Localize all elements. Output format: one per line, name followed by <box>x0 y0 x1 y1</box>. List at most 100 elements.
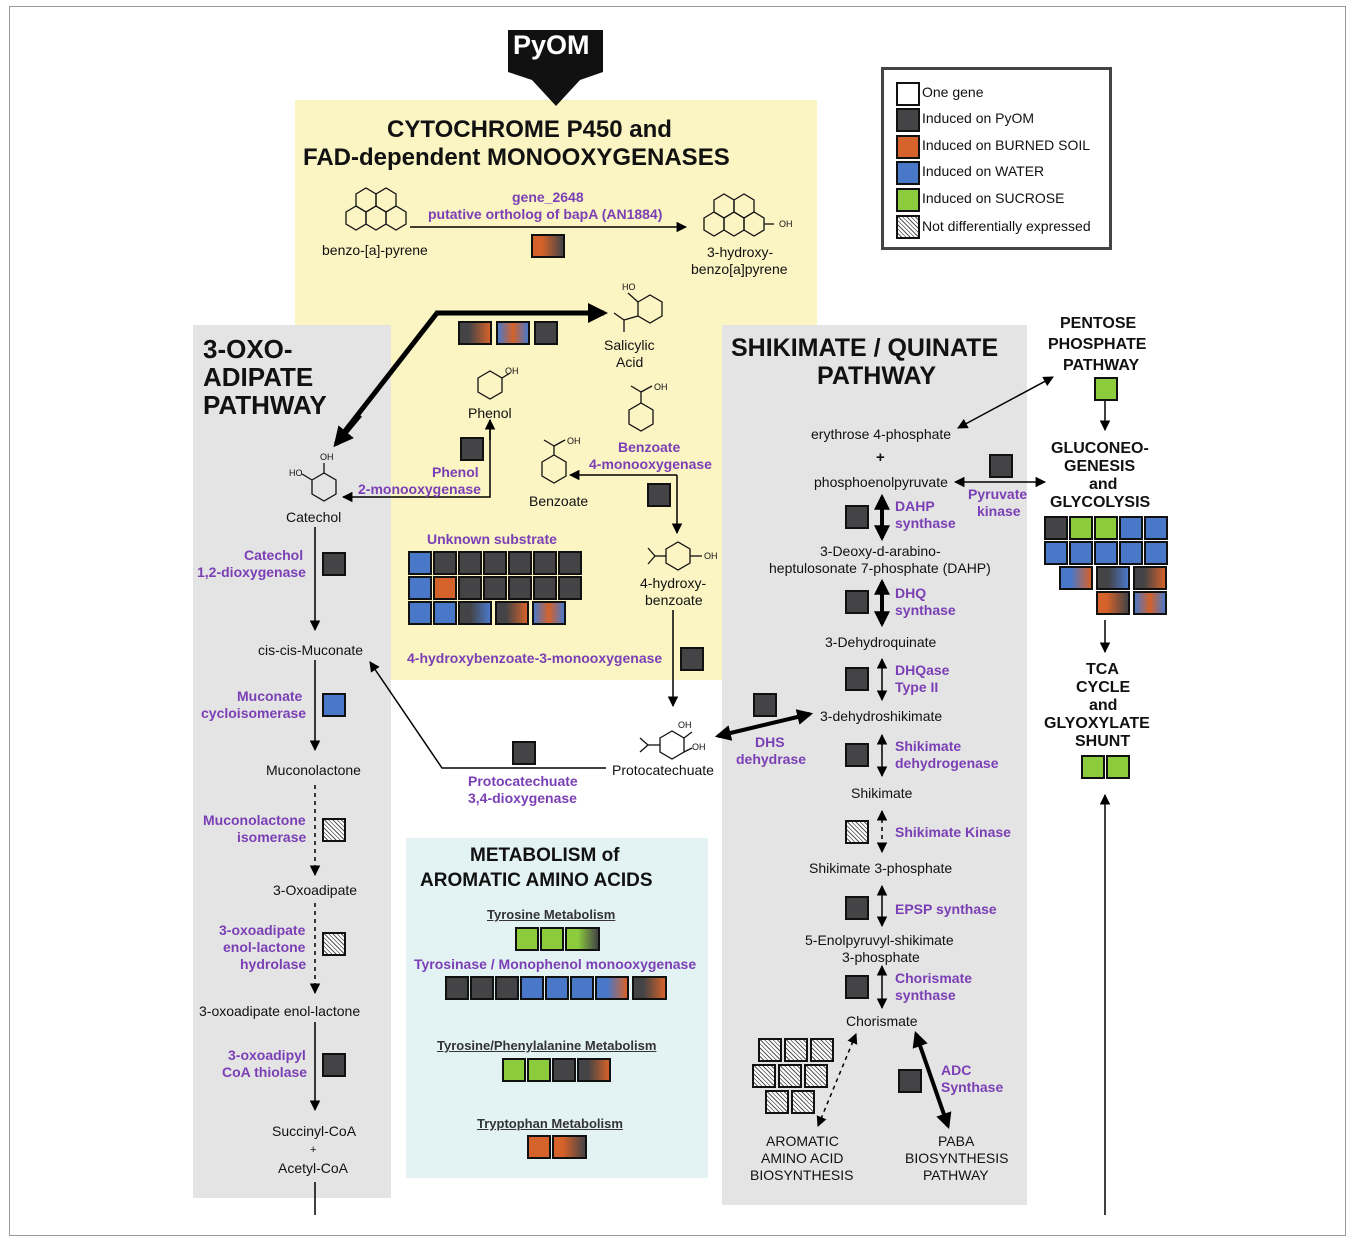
glycolysis-gene <box>1069 516 1093 540</box>
phosphoenolpyruvate: phosphoenolpyruvate <box>814 474 948 490</box>
dhs-dehydrase-gene <box>753 693 777 717</box>
glycolysis-gene <box>1094 516 1118 540</box>
oxoadipate-panel <box>193 325 391 1198</box>
pyom-label: PyOM <box>513 30 590 60</box>
hydroxybenzoate-1: 4-hydroxy- <box>640 575 707 591</box>
salicylic-acid-1: Salicylic <box>604 337 655 353</box>
dhq-synthase-gene <box>845 590 869 614</box>
legend-pyom: Induced on PyOM <box>922 110 1035 126</box>
shikimate-dehydrogenase-2: dehydrogenase <box>895 755 999 771</box>
dhqase-gene <box>845 667 869 691</box>
benzoic-structure <box>541 385 654 484</box>
tca-gene <box>1081 755 1105 779</box>
unknown-gene <box>408 576 432 600</box>
tyrphe-gene <box>527 1058 551 1082</box>
glycolysis-gene <box>1144 516 1168 540</box>
glycolysis-gene <box>1144 541 1168 565</box>
salicylic-acid-2: Acid <box>616 354 644 370</box>
legend-swatch-one-gene <box>896 82 920 106</box>
aa-biosynthesis-gene <box>758 1038 782 1062</box>
shikimate-kinase-label: Shikimate Kinase <box>895 824 1011 840</box>
trp-gene <box>552 1135 587 1159</box>
paba-3: PATHWAY <box>923 1167 989 1183</box>
tyrosinase-gene <box>595 976 629 1000</box>
paba-1: PABA <box>938 1133 975 1149</box>
plus-sign-shik: + <box>876 449 885 466</box>
glycolysis-gene <box>1119 541 1143 565</box>
shikimate-kinase-gene <box>845 820 869 844</box>
shikimate-title-2: PATHWAY <box>817 362 936 390</box>
salicylate-gene-2 <box>496 321 530 345</box>
oxoadipate-label: 3-Oxoadipate <box>273 882 358 898</box>
tca-title-5: SHUNT <box>1075 733 1131 750</box>
salicylate-gene-1 <box>458 321 492 345</box>
pyruvate-kinase-2: kinase <box>977 503 1021 519</box>
oh-label-proto-1: OH <box>678 720 692 730</box>
glycolysis-gene <box>1044 516 1068 540</box>
adc-synthase-gene <box>898 1069 922 1093</box>
muconolactone-isomerase-gene <box>322 818 346 842</box>
tyr-gene <box>515 927 539 951</box>
tca-title-1: TCA <box>1086 661 1119 678</box>
tca-gene <box>1106 755 1130 779</box>
catechol-enzyme-1: Catechol <box>244 547 304 563</box>
catechol-enzyme-2: 1,2-dioxygenase <box>197 564 306 580</box>
unknown-gene <box>433 576 457 600</box>
unknown-gene <box>558 551 582 575</box>
thiolase-1: 3-oxoadipyl <box>228 1047 306 1063</box>
hydroxy-bap-1: 3-hydroxy- <box>707 244 774 260</box>
unknown-gene <box>458 601 492 625</box>
tyrosinase-gene <box>570 976 594 1000</box>
dehydroquinate: 3-Dehydroquinate <box>825 634 937 650</box>
tyr-gene <box>565 927 600 951</box>
tyrosinase-gene <box>445 976 469 1000</box>
unknown-gene <box>433 601 457 625</box>
oh-label-proto-2: OH <box>692 742 706 752</box>
paba-2: BIOSYNTHESIS <box>905 1150 1009 1166</box>
phenol-structure <box>477 370 511 400</box>
hbap-structure <box>703 193 774 237</box>
pyruvate-kinase-gene <box>989 454 1013 478</box>
unknown-gene <box>433 551 457 575</box>
unknown-gene <box>408 551 432 575</box>
oh-label-phenol: OH <box>505 366 519 376</box>
tryptophan-metabolism: Tryptophan Metabolism <box>477 1116 623 1131</box>
shikimate-3-phosphate: Shikimate 3-phosphate <box>809 860 953 876</box>
oh-label-hb: OH <box>704 551 718 561</box>
catechol-dioxygenase-gene <box>322 552 346 576</box>
unknown-gene <box>408 601 432 625</box>
unknown-gene <box>533 551 557 575</box>
legend-sucrose: Induced on SUCROSE <box>922 190 1065 206</box>
epsp-synthase-gene <box>845 896 869 920</box>
tyrphe-gene <box>502 1058 526 1082</box>
benzoate-label: Benzoate <box>529 493 589 509</box>
erythrose-4-phosphate: erythrose 4-phosphate <box>811 426 952 442</box>
hb3-monooxygenase-gene <box>680 647 704 671</box>
dhq-synthase-1: DHQ <box>895 585 927 601</box>
protocatechuate-label: Protocatechuate <box>612 762 714 778</box>
oxoadipate-title-3: PATHWAY <box>203 390 327 420</box>
glycolysis-gene <box>1044 541 1068 565</box>
tyrosinase-gene <box>470 976 494 1000</box>
ho-label-salicylic: HO <box>622 282 636 292</box>
tca-title-2: CYCLE <box>1076 679 1131 696</box>
unknown-gene <box>495 601 529 625</box>
enol-hydrolase-3: hydrolase <box>240 956 307 972</box>
glycolysis-gene <box>1096 591 1130 615</box>
aa-biosynthesis-gene <box>791 1090 815 1114</box>
unknown-gene <box>508 551 532 575</box>
enol-hydrolase-2: enol-lactone <box>223 939 306 955</box>
oh-label-benzoate: OH <box>567 436 581 446</box>
unknown-gene <box>508 576 532 600</box>
epsp-label-1: 5-Enolpyruvyl-shikimate <box>805 932 954 948</box>
ppp-gene <box>1094 377 1118 401</box>
glycolysis-gene <box>1133 591 1167 615</box>
aa-biosynthesis-2: AMINO ACID <box>761 1150 844 1166</box>
ho-label-catechol: HO <box>289 468 303 478</box>
dhqase-1: DHQase <box>895 662 950 678</box>
phenol-enzyme-1: Phenol <box>432 464 479 480</box>
protocatechuate-enzyme-2: 3,4-dioxygenase <box>468 790 577 806</box>
benzoate-enzyme-2: 4-monooxygenase <box>589 456 712 472</box>
legend-water: Induced on WATER <box>922 163 1045 179</box>
